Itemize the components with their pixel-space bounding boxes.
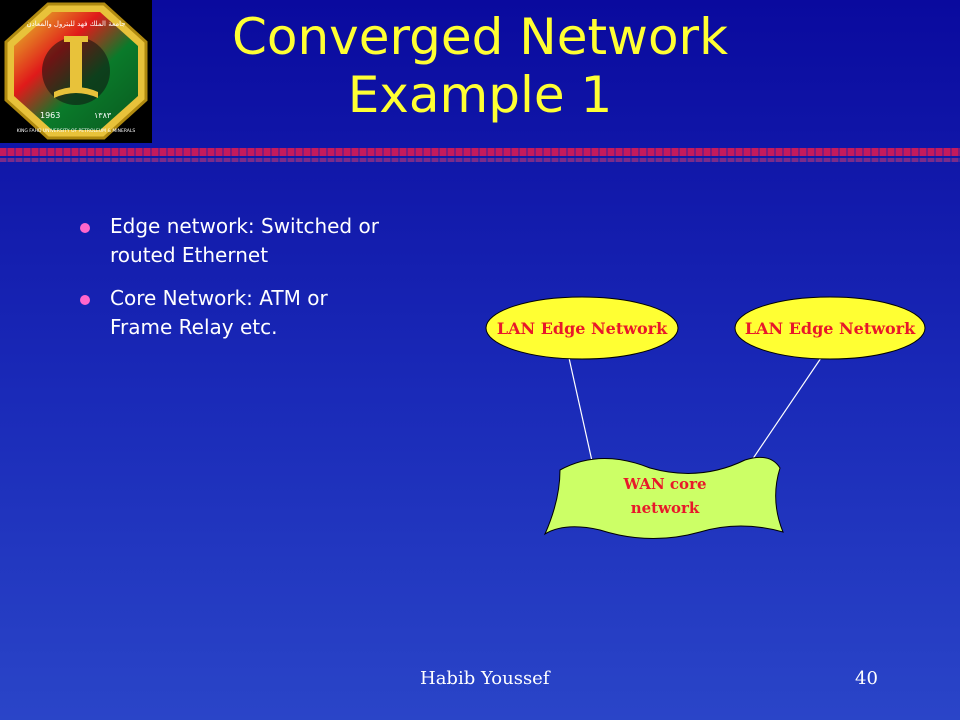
lan-edge-network-left-label: LAN Edge Network (497, 319, 668, 338)
bullet-text-line1: Edge network: Switched or (110, 214, 379, 238)
bullet-dot-icon (80, 295, 90, 305)
slide-title-line2: Example 1 (347, 66, 613, 124)
link-right-lan-to-wan (751, 357, 822, 461)
university-logo: 1963 ١٣٨٣ جامعة الملك فهد للبترول والمعا… (0, 0, 152, 143)
slide-title-line1: Converged Network (231, 8, 729, 66)
bullet-text-line2: Frame Relay etc. (110, 315, 278, 339)
lan-edge-network-right-label: LAN Edge Network (745, 319, 916, 338)
svg-text:١٣٨٣: ١٣٨٣ (94, 111, 112, 120)
bullet-text-line2: routed Ethernet (110, 243, 269, 267)
bullet-item-core-network: Core Network: ATM or Frame Relay etc. (80, 284, 470, 342)
wan-core-network-label-line2: network (631, 499, 700, 517)
slide-title: Converged Network Example 1 (150, 8, 810, 124)
university-seal-icon: 1963 ١٣٨٣ جامعة الملك فهد للبترول والمعا… (4, 2, 148, 140)
title-divider-top (0, 148, 960, 156)
title-divider-bottom (0, 158, 960, 162)
svg-text:جامعة الملك فهد للبترول والمعا: جامعة الملك فهد للبترول والمعادن (26, 20, 125, 28)
bullet-item-edge-network: Edge network: Switched or routed Etherne… (80, 212, 470, 270)
lan-edge-network-left (485, 296, 679, 360)
bullet-list: Edge network: Switched or routed Etherne… (80, 212, 470, 356)
page-number: 40 (855, 668, 878, 689)
lan-edge-network-right (734, 296, 926, 360)
wan-core-network (543, 456, 784, 540)
footer-author: Habib Youssef (420, 668, 550, 689)
bullet-text-line1: Core Network: ATM or (110, 286, 328, 310)
svg-text:1963: 1963 (40, 111, 60, 120)
wan-core-network-label-line1: WAN core (622, 475, 706, 493)
svg-text:KING FAHD UNIVERSITY OF PETROL: KING FAHD UNIVERSITY OF PETROLEUM & MINE… (17, 128, 136, 134)
bullet-dot-icon (80, 223, 90, 233)
link-left-lan-to-wan (568, 357, 595, 471)
